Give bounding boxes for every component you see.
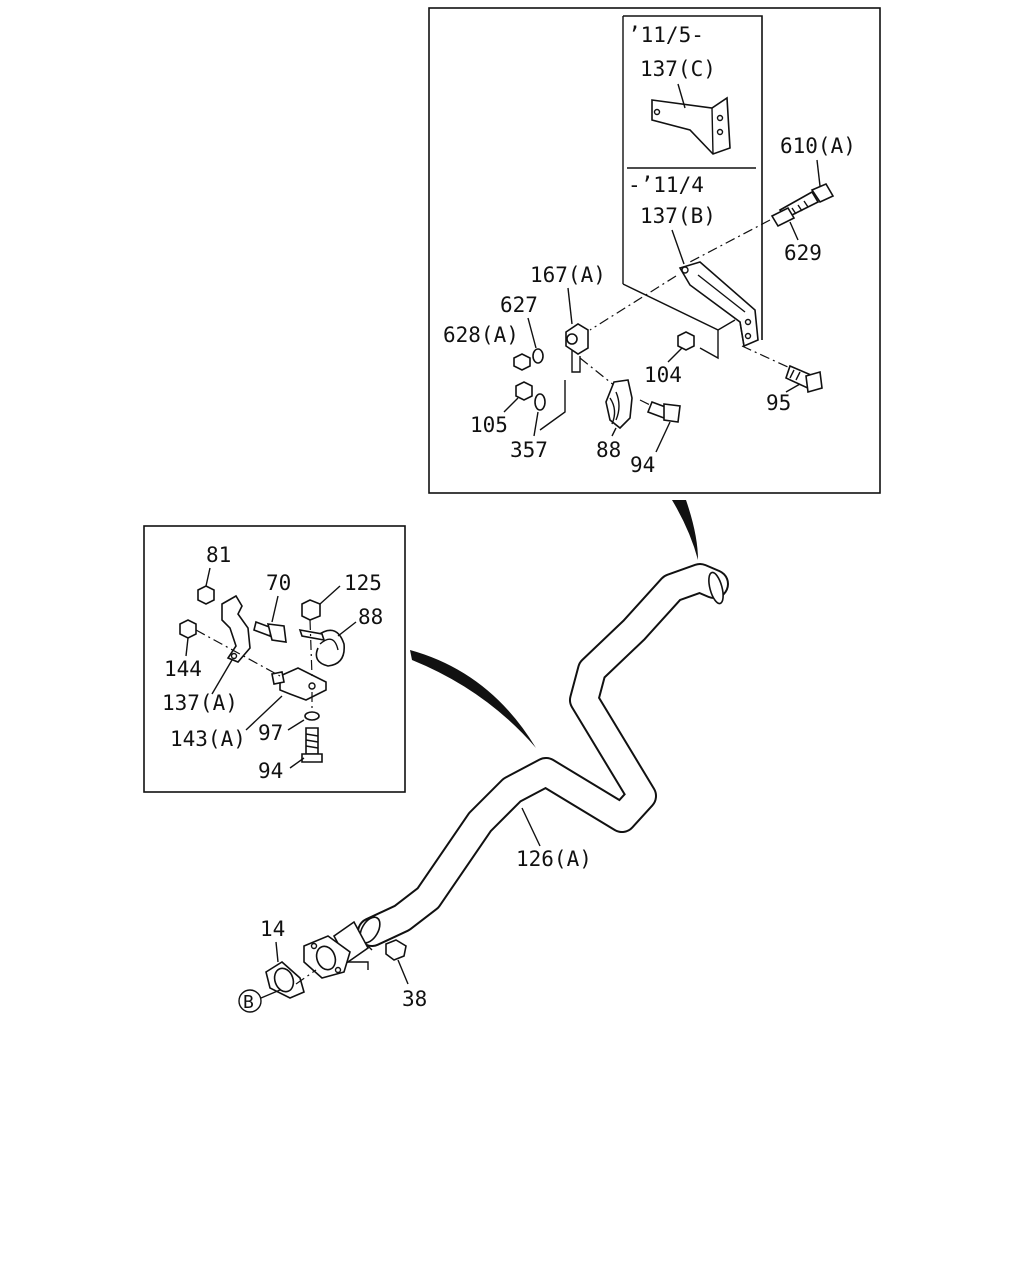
bracket-137c [651,83,731,155]
label-629: 629 [784,241,822,265]
bolt-94-b [646,400,681,423]
nut-81 [197,585,215,605]
label-95: 95 [766,391,791,415]
nut-38 [385,939,407,961]
label-137b: 137(B) [640,204,716,228]
nut-105 [515,381,533,401]
isolator-143a [271,667,327,701]
bracket-137a [221,594,251,663]
exhaust-pipe-126a [357,563,729,951]
label-88-a: 88 [358,605,383,629]
mount-167a [539,323,589,431]
label-105: 105 [470,413,508,437]
label-610a: 610(A) [780,134,856,158]
callout-wedge-b [672,500,698,560]
detail-b-panel: ’11/5- -’11/4 137(C) 137(B) [428,7,881,494]
reference-b-letter: B [243,992,254,1013]
variant-inset-border [623,15,763,340]
detail-a-frame [143,525,406,793]
detail-a-panel: 81 137(A) 70 144 125 88 [143,525,406,793]
bolt-95 [785,364,823,394]
washer-357 [534,393,546,411]
inset-step-edge [622,283,719,360]
label-126a: 126(A) [516,847,592,871]
label-94-b: 94 [630,453,655,477]
label-627: 627 [500,293,538,317]
washer-627 [532,348,544,364]
label-628a: 628(A) [443,323,519,347]
gasket-14 [265,961,305,999]
label-137c: 137(C) [640,57,716,81]
pipe-flange [303,920,370,979]
detail-b-frame [428,7,881,494]
label-88-b: 88 [596,438,621,462]
variant-new-label: ’11/5- [628,23,704,47]
label-94-a: 94 [258,759,283,783]
label-70: 70 [266,571,291,595]
label-14: 14 [260,917,285,941]
clamp-88 [605,379,633,430]
label-357: 357 [510,438,548,462]
bolt-94-a [301,727,323,763]
label-81: 81 [206,543,231,567]
label-137a: 137(A) [162,691,238,715]
variant-old-label: -’11/4 [628,173,704,197]
reference-b-marker: B [238,989,281,1013]
nut-628a [513,353,531,371]
label-167a: 167(A) [530,263,606,287]
nut-104 [677,331,695,351]
label-104: 104 [644,363,682,387]
label-38: 38 [402,987,427,1011]
label-144: 144 [164,657,202,681]
clamp-88-a [298,628,345,667]
nut-125 [301,599,321,621]
callout-wedge-a [410,650,536,748]
label-125: 125 [344,571,382,595]
bracket-137b [671,229,759,348]
bolt-70 [253,620,287,643]
nut-144 [179,619,197,639]
washer-97 [304,711,320,721]
label-143a: 143(A) [170,727,246,751]
label-97: 97 [258,721,283,745]
spacer-629 [770,206,796,228]
